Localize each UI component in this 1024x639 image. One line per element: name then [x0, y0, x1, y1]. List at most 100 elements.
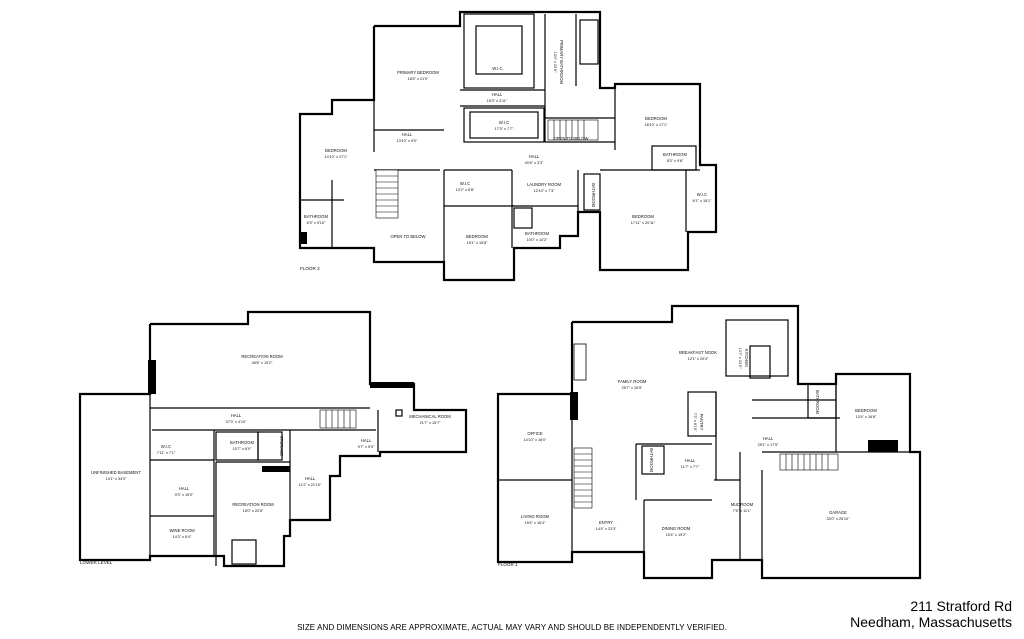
room-dims: 6'1" x 15'1" — [693, 199, 712, 203]
room-dims: 37'3" x 4'10" — [226, 420, 247, 424]
room-name: BREAKFAST NOOK — [679, 350, 717, 355]
lower-level-stairs — [319, 409, 357, 429]
room-dims: 7'2" x 8'10" — [693, 413, 697, 432]
room-name: PANTRY — [699, 414, 704, 431]
room-dims: 15'0" x 22'8" — [243, 509, 264, 513]
room-name: HALL — [529, 154, 540, 159]
room-dims: 15'4" x 19'2" — [666, 533, 687, 537]
room-dims: 10'2" x 6'8" — [456, 188, 475, 192]
room-name: HALL — [231, 413, 242, 418]
room-name: BEDROOM — [466, 234, 488, 239]
room-dims: 21'7" x 15'7" — [420, 421, 441, 425]
lower-level-walls — [78, 310, 468, 568]
room-dims: 13'10" x 9'0" — [397, 139, 418, 143]
room-name: BEDROOM — [325, 148, 347, 153]
lower-level-label: LOWER LEVEL — [80, 560, 113, 565]
room-name: OPEN TO BELOW — [554, 136, 589, 141]
floor-1-stairs — [573, 447, 839, 509]
room-dims: 14'10" x 27'1" — [325, 155, 349, 159]
room-name: HALL — [179, 486, 190, 491]
room-dims: 33'0" x 25'10" — [827, 517, 851, 521]
room-dims: 15'1" x 15'8" — [467, 241, 488, 245]
room-name: W.I.C — [499, 120, 509, 125]
disclaimer: SIZE AND DIMENSIONS ARE APPROXIMATE, ACT… — [297, 623, 727, 632]
room-name: DINING ROOM — [662, 526, 691, 531]
room-dims: 12'10" x 7'3" — [534, 189, 555, 193]
room-dims: 10'0" x 10'2" — [527, 238, 548, 242]
room-name: ENTRY — [599, 520, 613, 525]
room-name: RECREATION ROOM — [232, 502, 274, 507]
room-name: BATHROOM — [230, 440, 254, 445]
room-dims: 25'1" x 17'5" — [758, 443, 779, 447]
room-dims: 9'3" x 19'0" — [175, 493, 194, 497]
room-name: FAMILY ROOM — [618, 379, 647, 384]
room-dims: 13'4" x 16'8" — [856, 415, 877, 419]
room-dims: 11'7" x 7'7" — [681, 465, 700, 469]
room-name: BATHROOM — [815, 390, 820, 414]
room-dims: 9'7" x 5'5" — [358, 445, 375, 449]
room-name: W.I.C — [697, 192, 707, 197]
room-name: HALL — [402, 132, 413, 137]
room-dims: 45'8" x 19'2" — [252, 361, 273, 365]
room-dims: 10'7" x 6'0" — [233, 447, 252, 451]
room-name: BEDROOM — [632, 214, 654, 219]
room-dims: 16'5" x 21'0" — [408, 77, 429, 81]
address-street: 211 Stratford Rd — [910, 598, 1012, 614]
room-dims: 18'10" x 17'1" — [645, 123, 669, 127]
floor-1-inner-walls — [498, 319, 910, 578]
room-name: W.I.C — [460, 181, 470, 186]
room-dims: 8'3" x 9'8" — [667, 159, 684, 163]
room-name: BATHROOM — [304, 214, 328, 219]
room-name: STORAGE — [279, 436, 284, 457]
room-name: MECHANICAL ROOM — [409, 414, 451, 419]
room-name: PRIMARY BEDROOM — [397, 70, 439, 75]
room-name: HALL — [492, 92, 503, 97]
room-name: RECREATION ROOM — [241, 354, 283, 359]
room-name: LAUNDRY ROOM — [527, 182, 562, 187]
room-dims: 17'3" x 7'7" — [495, 127, 514, 131]
room-name: BEDROOM — [855, 408, 877, 413]
room-name: GARAGE — [829, 510, 847, 515]
room-name: BATHROOM — [649, 448, 654, 472]
room-name: BATHROOM — [591, 183, 596, 207]
room-dims: 14'4" x 23'3" — [596, 527, 617, 531]
room-name: UNFINISHED BASEMENT — [91, 470, 141, 475]
room-dims: 15'3" x 3'11" — [487, 99, 508, 103]
room-name: W.I.C — [161, 444, 171, 449]
room-dims: 7'11" x 7'1" — [157, 451, 176, 455]
room-dims: 15'4" x 16'4" — [525, 521, 546, 525]
floor-1-label: FLOOR 1 — [498, 562, 518, 567]
floor-2-wall-block — [300, 232, 307, 244]
room-name: HALL — [685, 458, 696, 463]
room-dims: 14'7" x 22'0" — [738, 348, 742, 369]
floor-1-walls — [496, 304, 922, 580]
room-dims: 13'0" x 22'0" — [553, 52, 557, 73]
room-name: OPEN TO BELOW — [391, 234, 426, 239]
room-name: OFFICE — [527, 431, 543, 436]
room-dims: 25'7" x 26'5" — [622, 386, 643, 390]
room-dims: 12'1" x 20'4" — [688, 357, 709, 361]
room-name: WINE ROOM — [169, 528, 195, 533]
room-name: LIVING ROOM — [521, 514, 549, 519]
room-name: BATHROOM — [663, 152, 687, 157]
floor-2-label: FLOOR 2 — [300, 266, 320, 271]
room-dims: 14'1" x 34'0" — [106, 477, 127, 481]
room-dims: 6'3" x 9'10" — [307, 221, 326, 225]
room-dims: 14'3" x 6'4" — [173, 535, 192, 539]
lower-level-inner-walls — [149, 394, 403, 566]
floor-2-inner-walls — [300, 13, 700, 262]
room-name: HALL — [763, 436, 774, 441]
room-name: KITCHEN — [744, 349, 749, 367]
room-dims: 40'6" x 3'3" — [525, 161, 544, 165]
address-city: Needham, Massachusetts — [850, 614, 1012, 630]
room-dims: 14'10" x 16'0" — [524, 438, 548, 442]
fireplace — [573, 343, 587, 381]
room-dims: 11'2" x 21'10" — [299, 483, 322, 487]
lower-level-wall-blocks — [148, 360, 414, 472]
room-dims: 7'6" x 11'1" — [733, 509, 752, 513]
room-name: HALL — [361, 438, 372, 443]
floor-2-stairs — [375, 119, 599, 219]
room-name: W.I.C. — [492, 66, 503, 71]
room-name: HALL — [305, 476, 316, 481]
